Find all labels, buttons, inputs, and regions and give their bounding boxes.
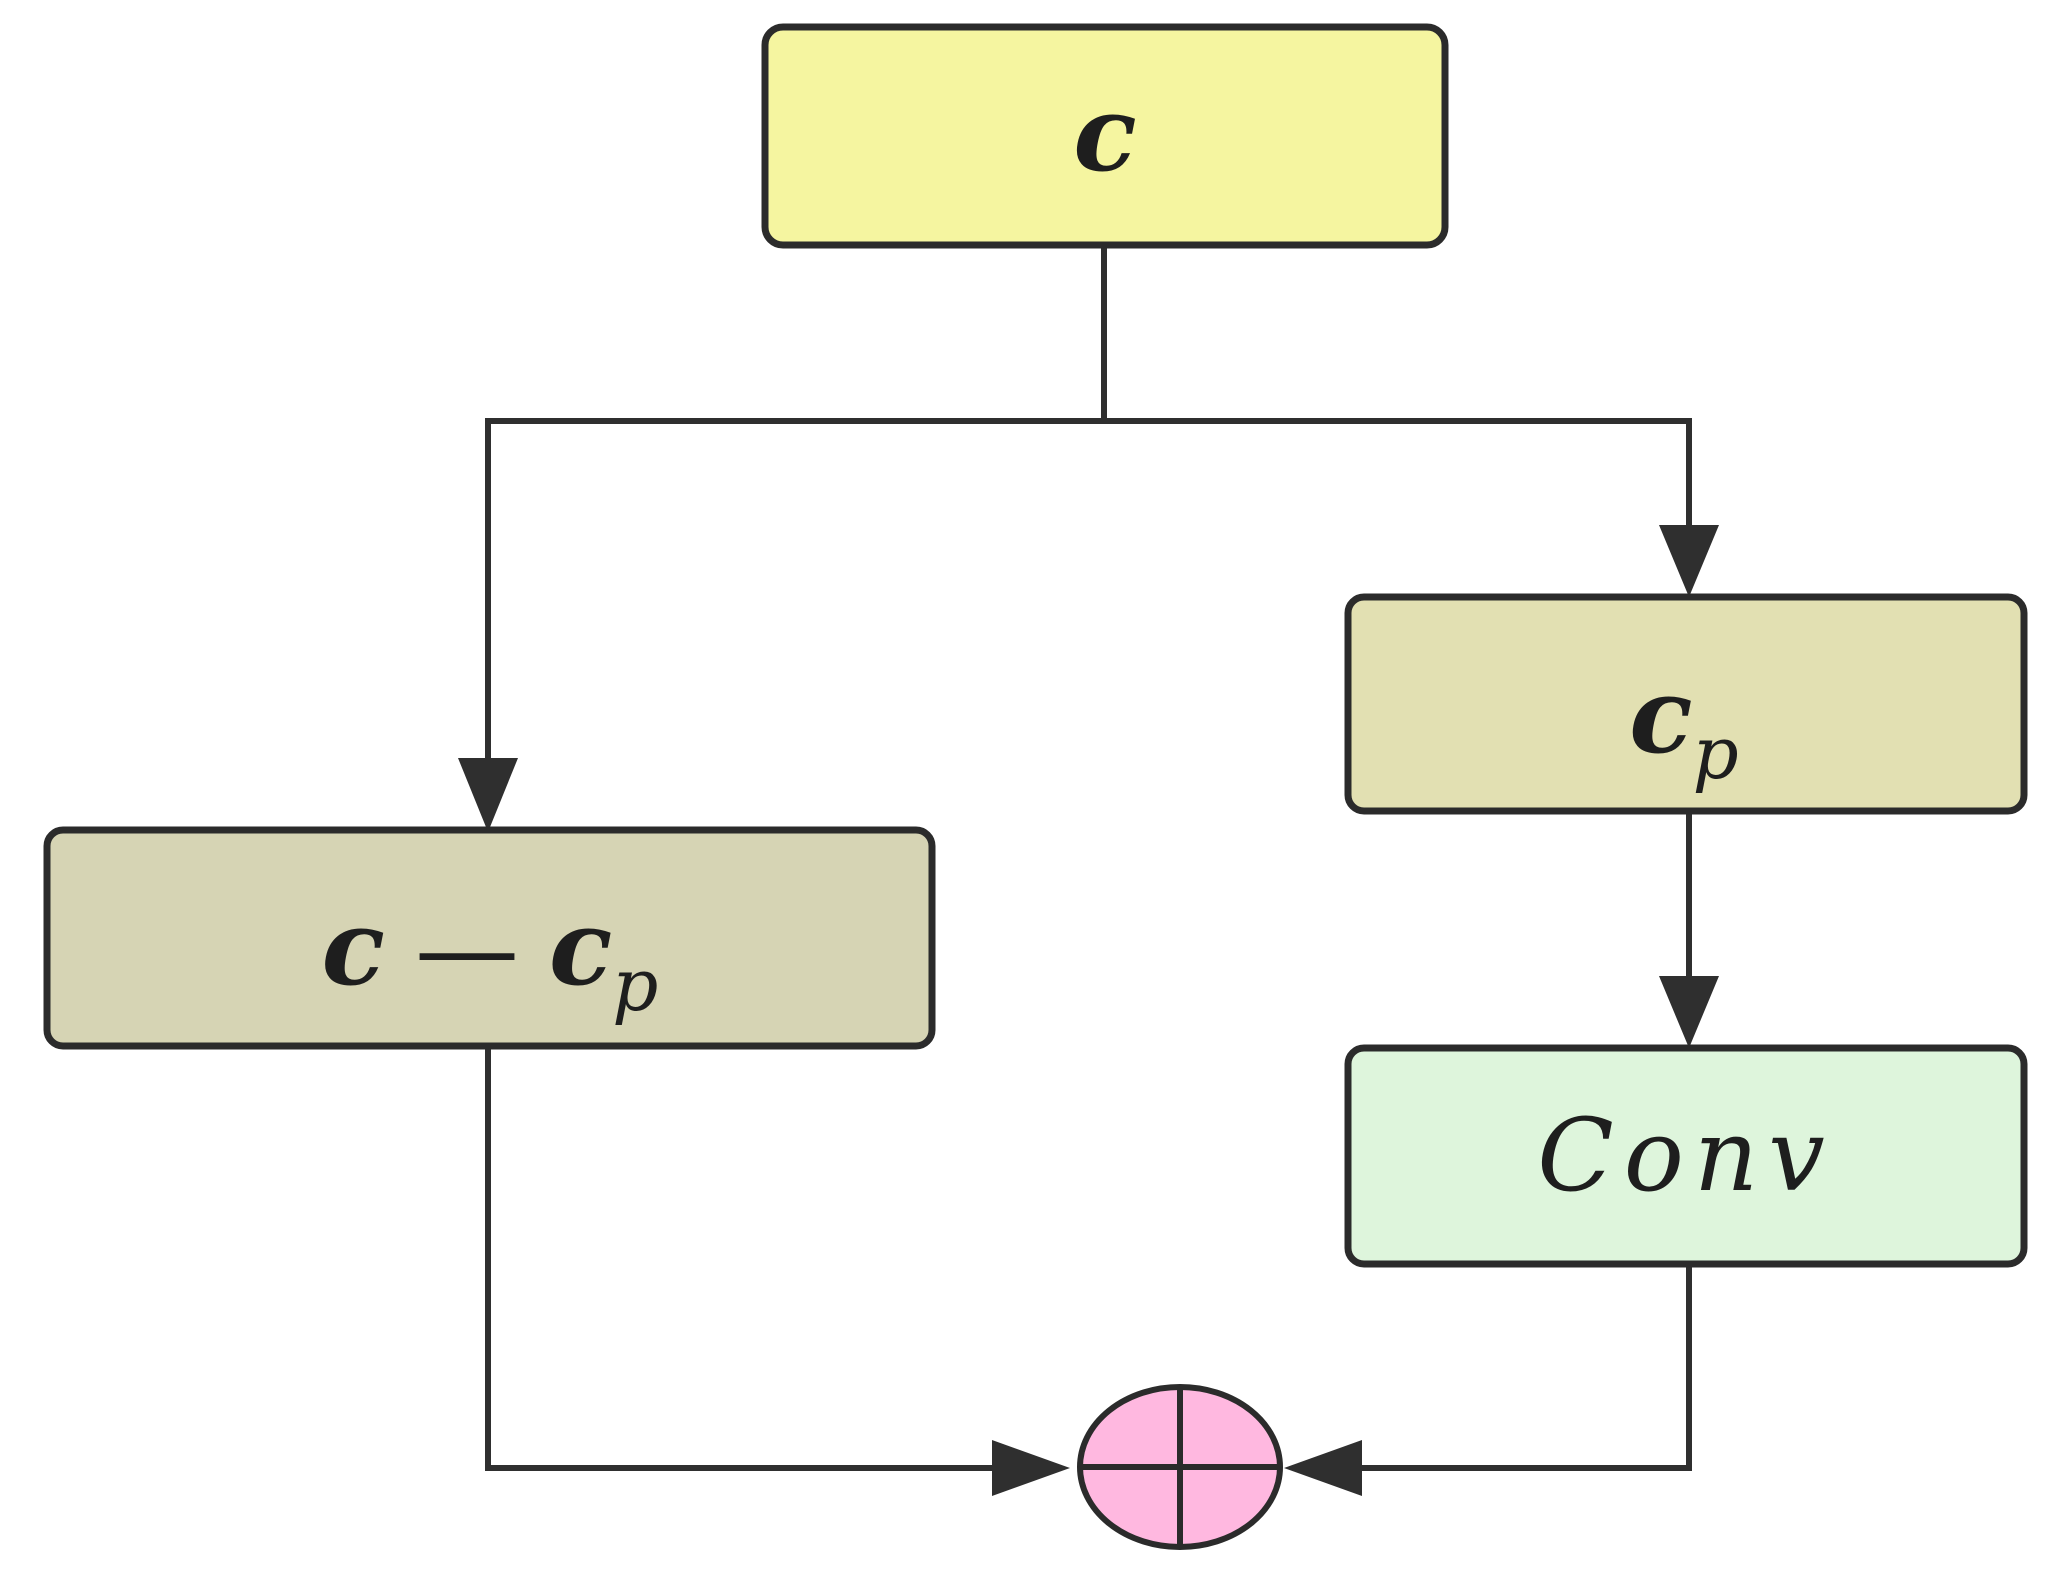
node-partial: cp [1344, 593, 2028, 815]
node-residual-box [43, 826, 936, 1050]
node-input: c [761, 23, 1449, 249]
arrowhead-left-to-sum [992, 1440, 1070, 1496]
node-residual-operand: c [549, 886, 612, 1009]
edge-split-to-partial [1104, 418, 1692, 545]
node-input-label: c [1073, 72, 1136, 195]
node-residual: c—cp [43, 826, 936, 1050]
edge-residual-to-sum [485, 1048, 1010, 1471]
node-residual-subscript: p [612, 943, 658, 1027]
add-icon [1077, 1384, 1283, 1550]
arrowhead-to-partial [1659, 525, 1719, 597]
edge-split-to-residual [485, 418, 1104, 780]
node-partial-subscript: p [1693, 711, 1739, 795]
edge-conv-to-sum [1340, 1265, 1692, 1471]
node-conv-label: Conv [1537, 1097, 1835, 1214]
edges [458, 247, 1719, 1496]
node-residual-operator: — [415, 887, 519, 1009]
node-residual-label: c—cp [322, 886, 659, 1027]
node-input-box [761, 23, 1449, 249]
node-conv: Conv [1344, 1044, 2028, 1268]
node-partial-main: c [1629, 654, 1692, 777]
arrowhead-to-residual [458, 758, 518, 832]
node-partial-box [1344, 593, 2028, 815]
node-residual-main: c [322, 886, 385, 1009]
node-partial-label: cp [1629, 654, 1738, 795]
arrowhead-to-conv [1659, 976, 1719, 1048]
arrowhead-right-to-sum [1284, 1440, 1362, 1496]
node-conv-box [1344, 1044, 2028, 1268]
